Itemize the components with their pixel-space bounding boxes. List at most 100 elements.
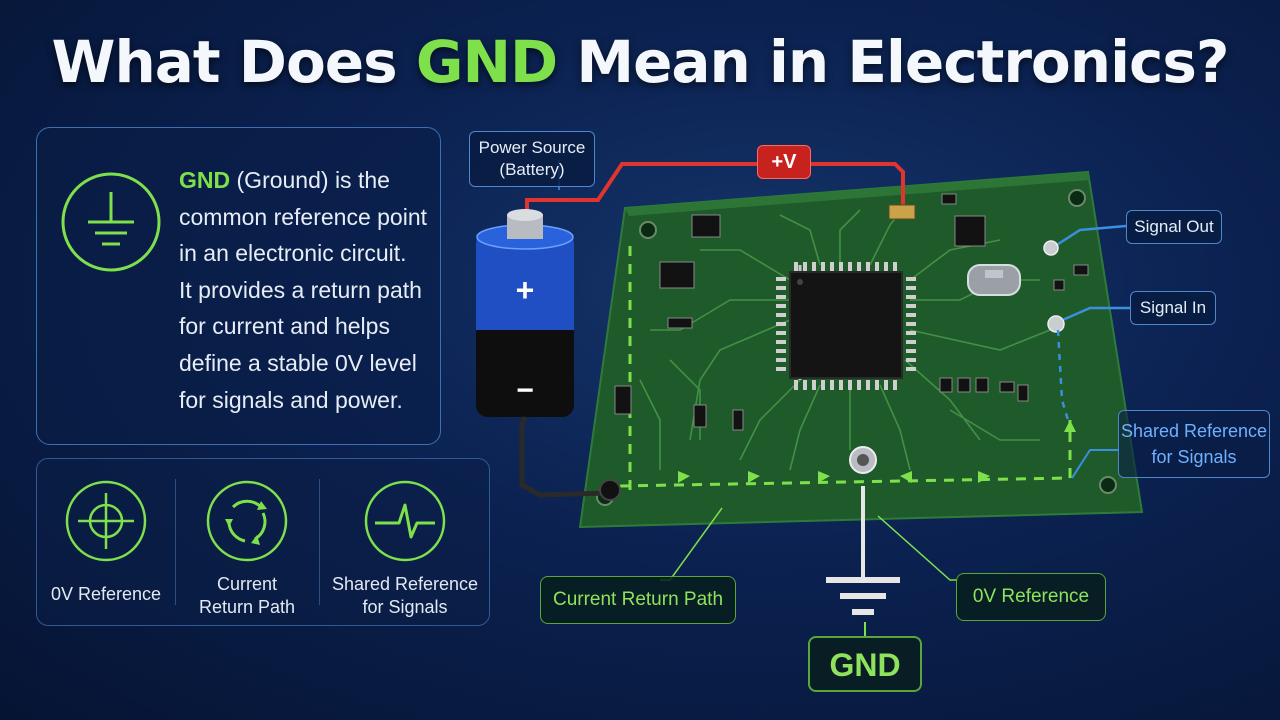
definition-line: (Ground) is the bbox=[230, 167, 390, 193]
shared-reference-leader bbox=[1071, 449, 1118, 479]
feature-label-line: Shared Reference bbox=[331, 574, 479, 594]
feature-label: Current Return Path bbox=[177, 573, 317, 619]
chip-pin bbox=[906, 340, 916, 344]
chip-pin bbox=[906, 331, 916, 335]
feature-shared-reference: Shared Reference for Signals bbox=[321, 459, 489, 627]
chip-pin bbox=[803, 262, 807, 272]
feature-label: 0V Reference bbox=[50, 584, 162, 604]
definition-line: common reference point bbox=[179, 203, 428, 230]
chip-pin bbox=[776, 331, 786, 335]
mounting-hole bbox=[1068, 189, 1086, 207]
definition-text: GND (Ground) is the common reference poi… bbox=[179, 162, 434, 418]
chip-pin bbox=[794, 262, 798, 272]
chip-pin bbox=[875, 380, 879, 390]
chip-pin bbox=[866, 380, 870, 390]
feature-divider bbox=[319, 479, 320, 605]
chip-pin bbox=[803, 380, 807, 390]
chip-pin bbox=[848, 380, 852, 390]
power-source-line: Power Source bbox=[478, 138, 586, 157]
negative-wire bbox=[519, 416, 609, 498]
signal-in-wire bbox=[1057, 306, 1130, 324]
chip-pin bbox=[893, 262, 897, 272]
power-source-label: Power Source (Battery) bbox=[469, 131, 595, 187]
battery: + − bbox=[476, 209, 574, 417]
title-text-start: What Does bbox=[51, 28, 416, 96]
definition-line: define a stable 0V level bbox=[179, 349, 417, 376]
signal-out-wire bbox=[1051, 224, 1127, 250]
smd-components bbox=[614, 193, 1089, 431]
definition-panel: GND (Ground) is the common reference poi… bbox=[36, 127, 441, 445]
cycle-arrows-icon bbox=[206, 480, 288, 562]
chip-pin bbox=[906, 358, 916, 362]
shared-reference-label: Shared Reference for Signals bbox=[1118, 410, 1270, 478]
page-title: What Does GND Mean in Electronics? bbox=[0, 28, 1280, 96]
wire-contact bbox=[599, 479, 621, 501]
chip-pin bbox=[776, 367, 786, 371]
chip-pin bbox=[812, 380, 816, 390]
chip-pin bbox=[794, 380, 798, 390]
chip-pin bbox=[776, 295, 786, 299]
chip-pin bbox=[830, 262, 834, 272]
chip-pin bbox=[906, 277, 916, 281]
chip-pin bbox=[776, 340, 786, 344]
signal-return-wire bbox=[1056, 329, 1070, 421]
chip-pin bbox=[776, 277, 786, 281]
zero-v-leader bbox=[877, 515, 958, 581]
mounting-hole bbox=[1099, 476, 1117, 494]
chip-pin bbox=[906, 286, 916, 290]
chip-pin bbox=[893, 380, 897, 390]
definition-gnd: GND bbox=[179, 167, 231, 193]
feature-label-line: for Signals bbox=[362, 597, 448, 617]
gnd-label: GND bbox=[808, 636, 922, 692]
signal-out-label: Signal Out bbox=[1126, 210, 1222, 244]
power-connector bbox=[888, 204, 916, 220]
chip-pin bbox=[812, 262, 816, 272]
mounting-hole bbox=[639, 221, 657, 239]
signal-in-label: Signal In bbox=[1130, 291, 1216, 325]
definition-line: in an electronic circuit. bbox=[179, 240, 407, 267]
current-return-path-label: Current Return Path bbox=[540, 576, 736, 624]
chip-pin bbox=[839, 380, 843, 390]
chip-pin bbox=[776, 286, 786, 290]
definition-line: for current and helps bbox=[179, 313, 390, 340]
chip-pin bbox=[866, 262, 870, 272]
power-source-line: (Battery) bbox=[499, 160, 565, 179]
microcontroller-chip bbox=[789, 265, 903, 380]
shared-reference-line: Shared Reference bbox=[1120, 421, 1268, 441]
battery-plus-sign: + bbox=[516, 272, 535, 308]
chip-pin bbox=[906, 367, 916, 371]
chip-pin bbox=[875, 262, 879, 272]
battery-minus-sign: − bbox=[516, 374, 534, 407]
chip-pin bbox=[776, 349, 786, 353]
feature-0v-reference: 0V Reference bbox=[37, 459, 175, 627]
chip-pin bbox=[776, 313, 786, 317]
ground-return-path bbox=[619, 240, 1072, 490]
chip-pin bbox=[906, 349, 916, 353]
chip-pins bbox=[776, 262, 916, 390]
chip-pin bbox=[906, 313, 916, 317]
chip-pin bbox=[857, 380, 861, 390]
pcb-edge bbox=[625, 172, 1090, 216]
signal-in-pad bbox=[1047, 315, 1065, 333]
chip-pin bbox=[884, 380, 888, 390]
battery-top bbox=[476, 232, 574, 330]
chip-pin bbox=[884, 262, 888, 272]
chip-pin bbox=[906, 304, 916, 308]
crosshair-icon bbox=[65, 480, 147, 562]
chip-pin bbox=[906, 295, 916, 299]
chip-pin bbox=[821, 380, 825, 390]
chip-pin bbox=[857, 262, 861, 272]
chip-pin bbox=[776, 358, 786, 362]
ground-symbol-icon bbox=[61, 172, 161, 272]
definition-line: for signals and power. bbox=[179, 386, 403, 413]
feature-divider bbox=[175, 479, 176, 605]
gnd-terminal-hole bbox=[857, 454, 869, 466]
positive-wire bbox=[525, 162, 905, 212]
title-text-end: Mean in Electronics? bbox=[557, 28, 1229, 96]
feature-current-return: Current Return Path bbox=[177, 459, 317, 627]
crystal-oscillator bbox=[967, 264, 1021, 296]
chip-pin bbox=[906, 322, 916, 326]
waveform-icon bbox=[364, 480, 446, 562]
battery-terminal-top bbox=[507, 209, 543, 221]
